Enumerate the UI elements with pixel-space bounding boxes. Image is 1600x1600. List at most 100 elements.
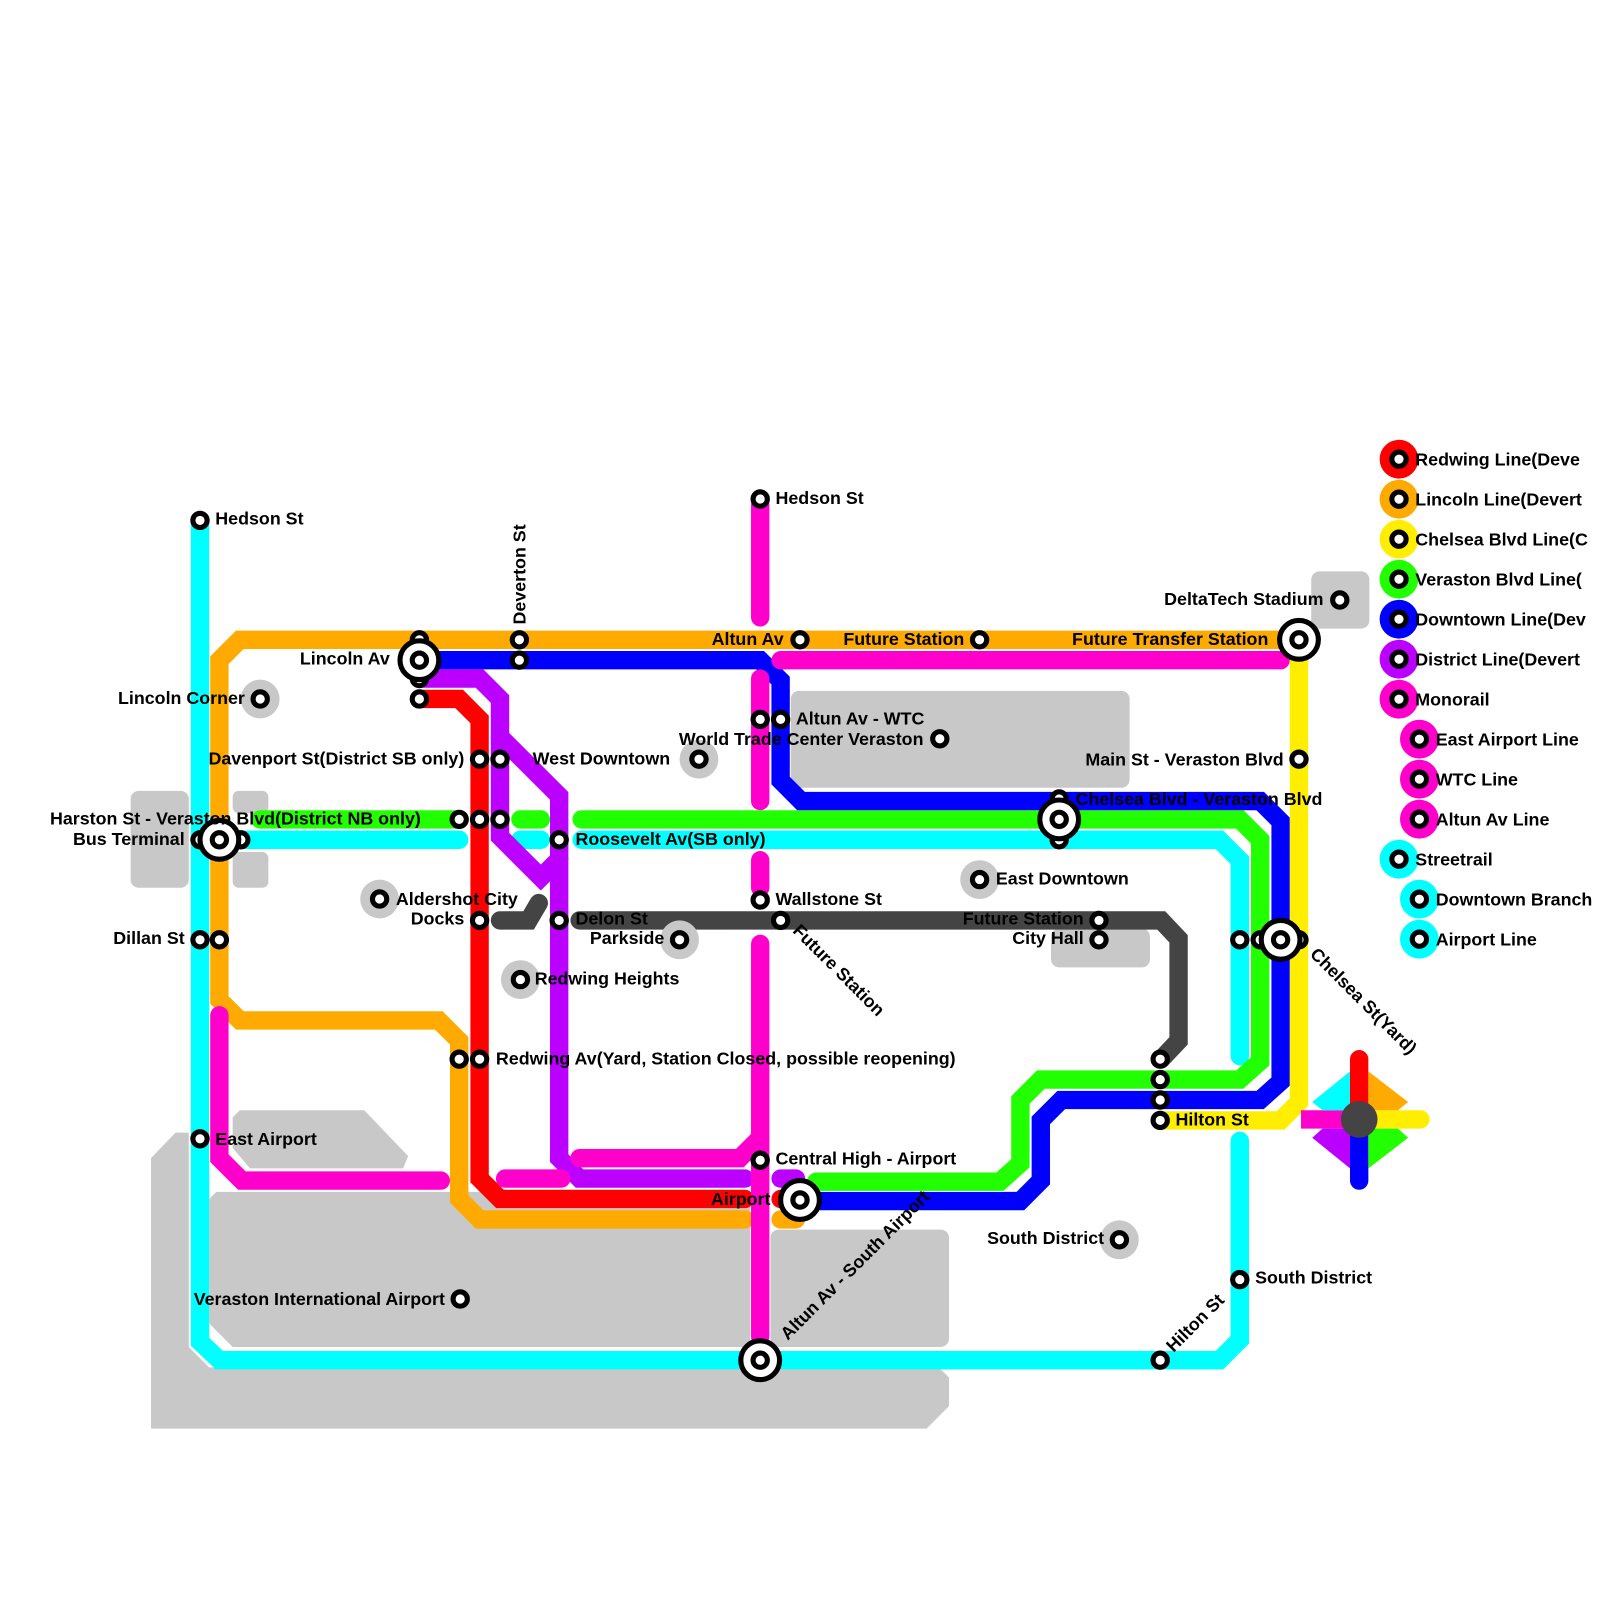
station-marker[interactable] bbox=[469, 1049, 490, 1069]
label-east-downtown: East Downtown bbox=[996, 869, 1129, 889]
area-terminal-top bbox=[232, 790, 269, 814]
station-marker[interactable] bbox=[930, 729, 950, 749]
legend-item: Downtown Line(Dev bbox=[1379, 599, 1586, 639]
station-marker[interactable] bbox=[469, 910, 490, 931]
station-marker[interactable] bbox=[549, 910, 569, 931]
station-marker[interactable] bbox=[449, 1049, 469, 1069]
label-west-downtown: West Downtown bbox=[533, 748, 670, 768]
station-marker[interactable] bbox=[1150, 1110, 1170, 1131]
station-marker[interactable] bbox=[770, 910, 791, 931]
station-marker[interactable] bbox=[1109, 1230, 1130, 1250]
label-wtc-veraston: World Trade Center Veraston bbox=[679, 729, 924, 749]
legend-item: Veraston Blvd Line( bbox=[1379, 559, 1582, 599]
station-marker[interactable] bbox=[1150, 1049, 1170, 1069]
station-marker[interactable] bbox=[750, 1150, 770, 1170]
legend-label: East Airport Line bbox=[1436, 729, 1579, 749]
station-marker[interactable] bbox=[549, 830, 569, 850]
legend-label: District Line(Devert bbox=[1415, 649, 1580, 669]
line-redwing bbox=[410, 689, 755, 1209]
legend-label: Streetrail bbox=[1415, 849, 1492, 869]
line-gray bbox=[570, 911, 1188, 1069]
station-marker[interactable] bbox=[450, 1289, 470, 1309]
station-marker[interactable] bbox=[250, 689, 270, 709]
station-marker[interactable] bbox=[969, 630, 990, 650]
legend-item: Monorail bbox=[1379, 679, 1490, 719]
legend-label: WTC Line bbox=[1436, 769, 1518, 789]
label-lincoln-corner: Lincoln Corner bbox=[118, 688, 245, 708]
logo-cyan-quadrant bbox=[1312, 1071, 1350, 1111]
legend-label: Lincoln Line(Devert bbox=[1415, 489, 1582, 509]
station-marker[interactable] bbox=[509, 630, 530, 650]
station-marker[interactable] bbox=[369, 889, 390, 909]
label-davenport-st: Davenport St(District SB only) bbox=[208, 748, 464, 768]
interchange-core bbox=[790, 1190, 810, 1210]
label-wallstone-st: Wallstone St bbox=[776, 889, 882, 909]
station-marker[interactable] bbox=[750, 709, 770, 730]
station-marker[interactable] bbox=[969, 869, 990, 890]
area-wtc bbox=[790, 690, 1130, 788]
station-marker[interactable] bbox=[190, 510, 210, 531]
logo-center bbox=[1340, 1101, 1378, 1138]
station-marker[interactable] bbox=[790, 630, 810, 650]
label-altun-av: Altun Av bbox=[712, 629, 784, 649]
legend-item: Streetrail bbox=[1379, 839, 1493, 879]
station-marker[interactable] bbox=[1289, 749, 1309, 769]
line-district-loop bbox=[490, 727, 569, 891]
station-marker[interactable] bbox=[1230, 1269, 1250, 1290]
station-marker[interactable] bbox=[770, 709, 791, 730]
line-downtown-branch-east bbox=[572, 830, 1249, 1066]
lines bbox=[190, 495, 1309, 1370]
legend-item: Redwing Line(Deve bbox=[1379, 439, 1580, 479]
station-marker[interactable] bbox=[1089, 930, 1109, 950]
station-marker[interactable] bbox=[689, 749, 709, 769]
station-marker[interactable] bbox=[209, 930, 230, 950]
label-main-st: Main St - Veraston Blvd bbox=[1085, 749, 1283, 769]
legend-label: Airport Line bbox=[1436, 929, 1537, 949]
legend-item: Lincoln Line(Devert bbox=[1379, 479, 1582, 519]
area-east-airport bbox=[232, 1110, 409, 1169]
label-deltatech-stadium: DeltaTech Stadium bbox=[1164, 589, 1323, 609]
label-chelsea-st-yard: Chelsea St(Yard) bbox=[1306, 944, 1420, 1058]
station-marker[interactable] bbox=[449, 809, 469, 830]
interchange-core bbox=[1289, 630, 1309, 650]
logo-orange-quadrant bbox=[1368, 1071, 1409, 1111]
station-marker[interactable] bbox=[490, 749, 510, 769]
station-marker[interactable] bbox=[1150, 1350, 1170, 1370]
label-south-district-east: South District bbox=[1255, 1268, 1372, 1288]
legend-item: Downtown Branch bbox=[1400, 879, 1593, 919]
legend-label: Downtown Branch bbox=[1436, 889, 1593, 909]
legend-station-icon bbox=[1389, 489, 1409, 509]
interchange-core bbox=[409, 650, 430, 670]
station-marker[interactable] bbox=[190, 930, 210, 950]
station-marker[interactable] bbox=[190, 1129, 210, 1149]
label-deverton-st: Deverton St bbox=[510, 524, 530, 624]
station-marker[interactable] bbox=[750, 489, 770, 509]
station-marker[interactable] bbox=[1330, 590, 1350, 610]
legend-station-icon bbox=[1409, 889, 1430, 909]
label-delon-st: Delon St bbox=[576, 908, 648, 928]
legend-station-icon bbox=[1409, 769, 1430, 789]
station-marker[interactable] bbox=[510, 969, 531, 990]
station-marker[interactable] bbox=[469, 749, 490, 769]
station-marker[interactable] bbox=[1230, 930, 1250, 950]
line-gray-stub bbox=[490, 893, 548, 930]
station-marker[interactable] bbox=[469, 809, 490, 830]
legend-label: Redwing Line(Deve bbox=[1415, 449, 1580, 469]
station-marker[interactable] bbox=[669, 930, 690, 950]
station-marker[interactable] bbox=[1089, 910, 1109, 931]
line-lincoln bbox=[210, 630, 1290, 1229]
station-marker[interactable] bbox=[1150, 1090, 1170, 1110]
label-parkside: Parkside bbox=[590, 928, 664, 948]
station-marker[interactable] bbox=[409, 689, 430, 709]
label-hilton-st-diagonal: Hilton St bbox=[1162, 1290, 1228, 1356]
label-future-station-east: Future Station bbox=[963, 908, 1084, 928]
station-marker[interactable] bbox=[1150, 1069, 1170, 1090]
station-marker[interactable] bbox=[509, 650, 530, 670]
station-marker[interactable] bbox=[490, 809, 510, 830]
label-east-airport: East Airport bbox=[215, 1129, 317, 1149]
station-marker[interactable] bbox=[750, 890, 770, 910]
legend-station-icon bbox=[1389, 609, 1409, 629]
line-veraston-east bbox=[572, 810, 1270, 1191]
legend-label: Chelsea Blvd Line(C bbox=[1415, 529, 1588, 549]
